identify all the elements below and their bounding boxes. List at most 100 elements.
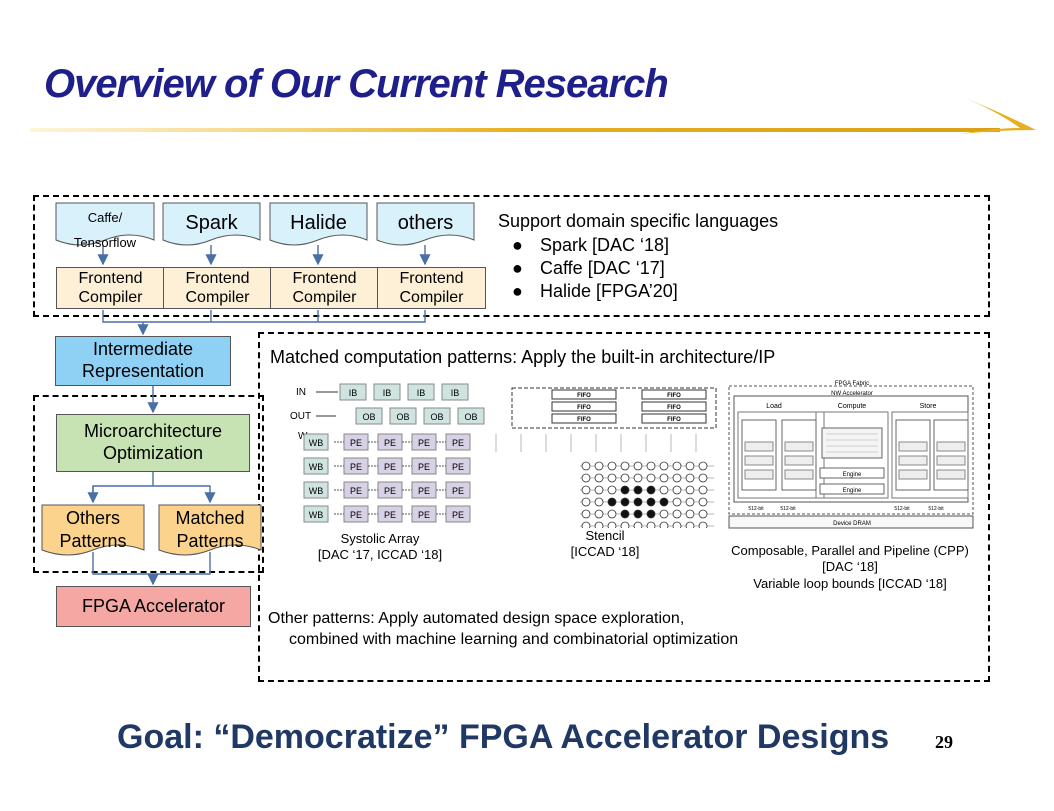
wb-label: WB: [309, 510, 324, 520]
support-item-text: Spark [DAC ‘18]: [540, 235, 670, 255]
grid-point: [659, 473, 669, 483]
fpga-fabric-frame: [728, 385, 974, 515]
grid-point: [607, 485, 617, 495]
grid-point: [685, 473, 695, 483]
ob-box: [423, 407, 451, 425]
support-item-text: Halide [FPGA’20]: [540, 281, 678, 301]
partition-box: [898, 455, 928, 466]
grid-point: [633, 497, 643, 507]
ob-box: [457, 407, 485, 425]
grid-point: [581, 509, 591, 519]
fc-line1: Frontend: [185, 269, 250, 287]
pe-label: PE: [384, 510, 396, 520]
wb-box: [303, 505, 329, 523]
support-item-text: Caffe [DAC ‘17]: [540, 258, 665, 278]
engine-box: [819, 467, 885, 479]
partition-box: [744, 441, 774, 452]
ir-line2: Representation: [81, 361, 205, 381]
fifo-label: FIFO: [577, 417, 591, 423]
ib-label: IB: [383, 388, 392, 398]
grid-point: [698, 509, 708, 519]
wb-box: [303, 457, 329, 475]
others-line2: Patterns: [59, 531, 127, 551]
pe-label: PE: [418, 462, 430, 472]
matched-heading: Matched computation patterns: Apply the …: [270, 347, 776, 367]
wb-box: [303, 433, 329, 451]
partition-box: [898, 469, 928, 480]
partition-box: [898, 441, 928, 452]
load-label: Load: [766, 403, 782, 410]
device-dram-box: [728, 515, 974, 529]
ob-label: OB: [362, 412, 375, 422]
grid-point: [581, 461, 591, 471]
partition-box: [744, 469, 774, 480]
other-patterns-heading-2: combined with machine learning and combi…: [289, 631, 739, 648]
fc-line1: Frontend: [78, 269, 143, 287]
fifo-box: [641, 413, 707, 424]
pe-label: PE: [350, 510, 362, 520]
lang-others: others: [397, 212, 454, 234]
grid-point: [672, 509, 682, 519]
lang-caffe: Caffe/ Tensorflow: [56, 205, 154, 255]
grid-point: [620, 473, 630, 483]
grid-point: [646, 473, 656, 483]
wb-label: WB: [309, 462, 324, 472]
fc-line1: Frontend: [292, 269, 357, 287]
engine-box: [819, 483, 885, 495]
matched-line2: Patterns: [176, 531, 244, 551]
grid-point: [633, 473, 643, 483]
grid-point: [698, 461, 708, 471]
grid-point: [607, 509, 617, 519]
ib-label: IB: [349, 388, 358, 398]
fc-line2: Compiler: [292, 289, 357, 306]
pe-label: PE: [350, 462, 362, 472]
systolic-caption2: [DAC ‘17, ICCAD ‘18]: [317, 547, 443, 563]
wb-label: WB: [309, 438, 324, 448]
support-heading: Support domain specific languages: [498, 211, 779, 231]
accel-label: NW Accelerator: [831, 391, 873, 397]
partition-box: [784, 455, 814, 466]
grid-point: [633, 485, 643, 495]
bit-label: 512-bit: [780, 506, 796, 512]
grid-point: [659, 497, 669, 507]
fifo-box: [551, 389, 617, 400]
grid-point: [672, 461, 682, 471]
grid-point: [698, 473, 708, 483]
ib-box: [407, 383, 435, 401]
grid-point: [607, 521, 617, 528]
pe-label: PE: [452, 486, 464, 496]
ib-label: IB: [417, 388, 426, 398]
grid-point: [607, 473, 617, 483]
dram-label: Device DRAM: [833, 521, 871, 527]
ib-box: [339, 383, 367, 401]
ib-box: [373, 383, 401, 401]
grid-point: [620, 485, 630, 495]
fifo-box: [551, 413, 617, 424]
grid-point: [646, 461, 656, 471]
title-underline-swoosh: [30, 96, 1036, 134]
partition-box: [936, 469, 966, 480]
grid-point: [685, 521, 695, 528]
systolic-caption1: Systolic Array: [340, 531, 420, 546]
cpp-caption1: Composable, Parallel and Pipeline (CPP): [731, 543, 969, 558]
grid-point: [646, 497, 656, 507]
engine-label: Engine: [843, 472, 862, 478]
lang-halide: Halide: [290, 212, 347, 234]
ob-box: [355, 407, 383, 425]
grid-point: [620, 521, 630, 528]
other-patterns-heading: Other patterns: Apply automated design s…: [268, 610, 685, 627]
grid-point: [659, 521, 669, 528]
pe-label: PE: [384, 438, 396, 448]
grid-point: [672, 485, 682, 495]
ib-box: [441, 383, 469, 401]
grid-point: [646, 485, 656, 495]
grid-point: [594, 497, 604, 507]
grid-point: [607, 497, 617, 507]
fifo-box: [551, 401, 617, 412]
pe-label: PE: [350, 438, 362, 448]
